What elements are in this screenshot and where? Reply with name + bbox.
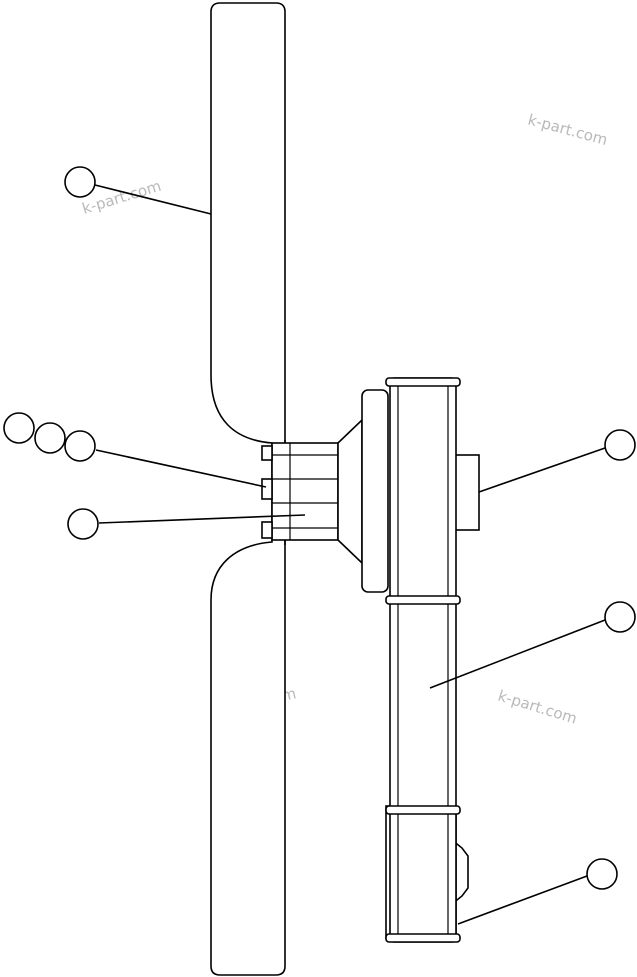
bolt-head-top	[261, 445, 273, 461]
leader-fan-blade	[94, 184, 212, 215]
pulley-hub-cone	[337, 418, 363, 565]
bolt-head-middle	[261, 478, 273, 500]
bolt-head-bottom	[261, 521, 273, 539]
leader-lower-pulley	[457, 875, 588, 925]
belt-bottom-cap	[385, 933, 461, 943]
callout-bolt-a[interactable]	[3, 412, 35, 444]
leader-belt	[429, 619, 606, 689]
spacer-block	[271, 442, 339, 541]
leader-spacer	[98, 514, 306, 524]
watermark-4: k-part.com	[496, 687, 579, 728]
shaft-nose	[454, 454, 480, 531]
belt-lower-cap	[385, 805, 461, 815]
callout-pulley-hub[interactable]	[604, 429, 636, 461]
belt-upper-cap	[385, 595, 461, 605]
belt-top-cap	[385, 377, 461, 387]
watermark-1: k-part.com	[526, 110, 610, 149]
leader-pulley-hub	[478, 447, 606, 493]
callout-lower-pulley[interactable]	[586, 858, 618, 890]
callout-fan-blade[interactable]	[64, 166, 96, 198]
belt	[389, 377, 457, 943]
pulley-flange	[361, 389, 389, 593]
leader-bolt	[95, 449, 267, 488]
callout-bolt-c[interactable]	[64, 430, 96, 462]
callout-spacer[interactable]	[67, 508, 99, 540]
callout-bolt-b[interactable]	[34, 422, 66, 454]
callout-belt[interactable]	[604, 601, 636, 633]
